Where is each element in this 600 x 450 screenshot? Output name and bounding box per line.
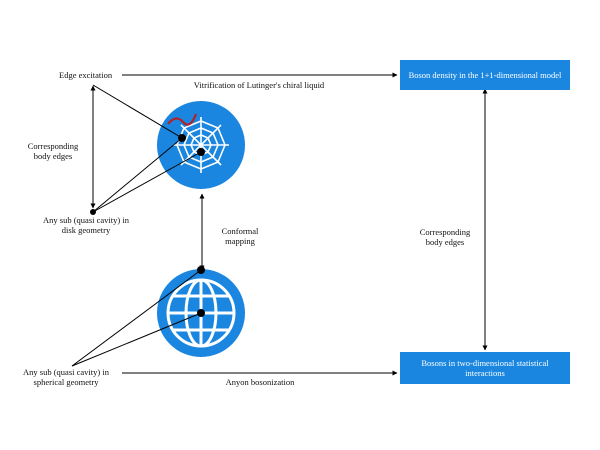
- node-boson-density-label: Boson density in the 1+1-dimensional mod…: [408, 70, 562, 80]
- connector-sub-to-web-1: [92, 137, 183, 213]
- point-marker: [197, 266, 205, 274]
- spider-web-icon: [157, 101, 245, 189]
- connector-sub-to-globe-2: [71, 312, 202, 367]
- connector-edge-to-web: [92, 84, 183, 139]
- label-edge-excitation: Edge excitation: [59, 70, 113, 80]
- connector-sub-to-web-2: [92, 151, 202, 213]
- label-corresponding-left: Corresponding body edges: [27, 141, 79, 161]
- node-bosons-statistical: Bosons in two-dimensional statistical in…: [400, 352, 570, 384]
- label-vitrification: Vitrification of Lutinger's chiral liqui…: [193, 80, 325, 90]
- point-marker: [197, 309, 205, 317]
- node-bosons-statistical-label: Bosons in two-dimensional statistical in…: [421, 358, 549, 378]
- label-corresponding-right: Corresponding body edges: [419, 227, 471, 247]
- node-boson-density: Boson density in the 1+1-dimensional mod…: [400, 60, 570, 90]
- point-marker: [178, 134, 186, 142]
- connector-sub-to-globe-1: [71, 269, 202, 367]
- point-marker: [197, 148, 205, 156]
- label-conformal-mapping: Conformal mapping: [221, 226, 259, 246]
- point-marker: [90, 209, 96, 215]
- label-anyon-bosonization: Anyon bosonization: [225, 377, 295, 387]
- label-sub-sphere: Any sub (quasi cavity) in spherical geom…: [23, 367, 109, 387]
- label-sub-disk: Any sub (quasi cavity) in disk geometry: [43, 215, 129, 235]
